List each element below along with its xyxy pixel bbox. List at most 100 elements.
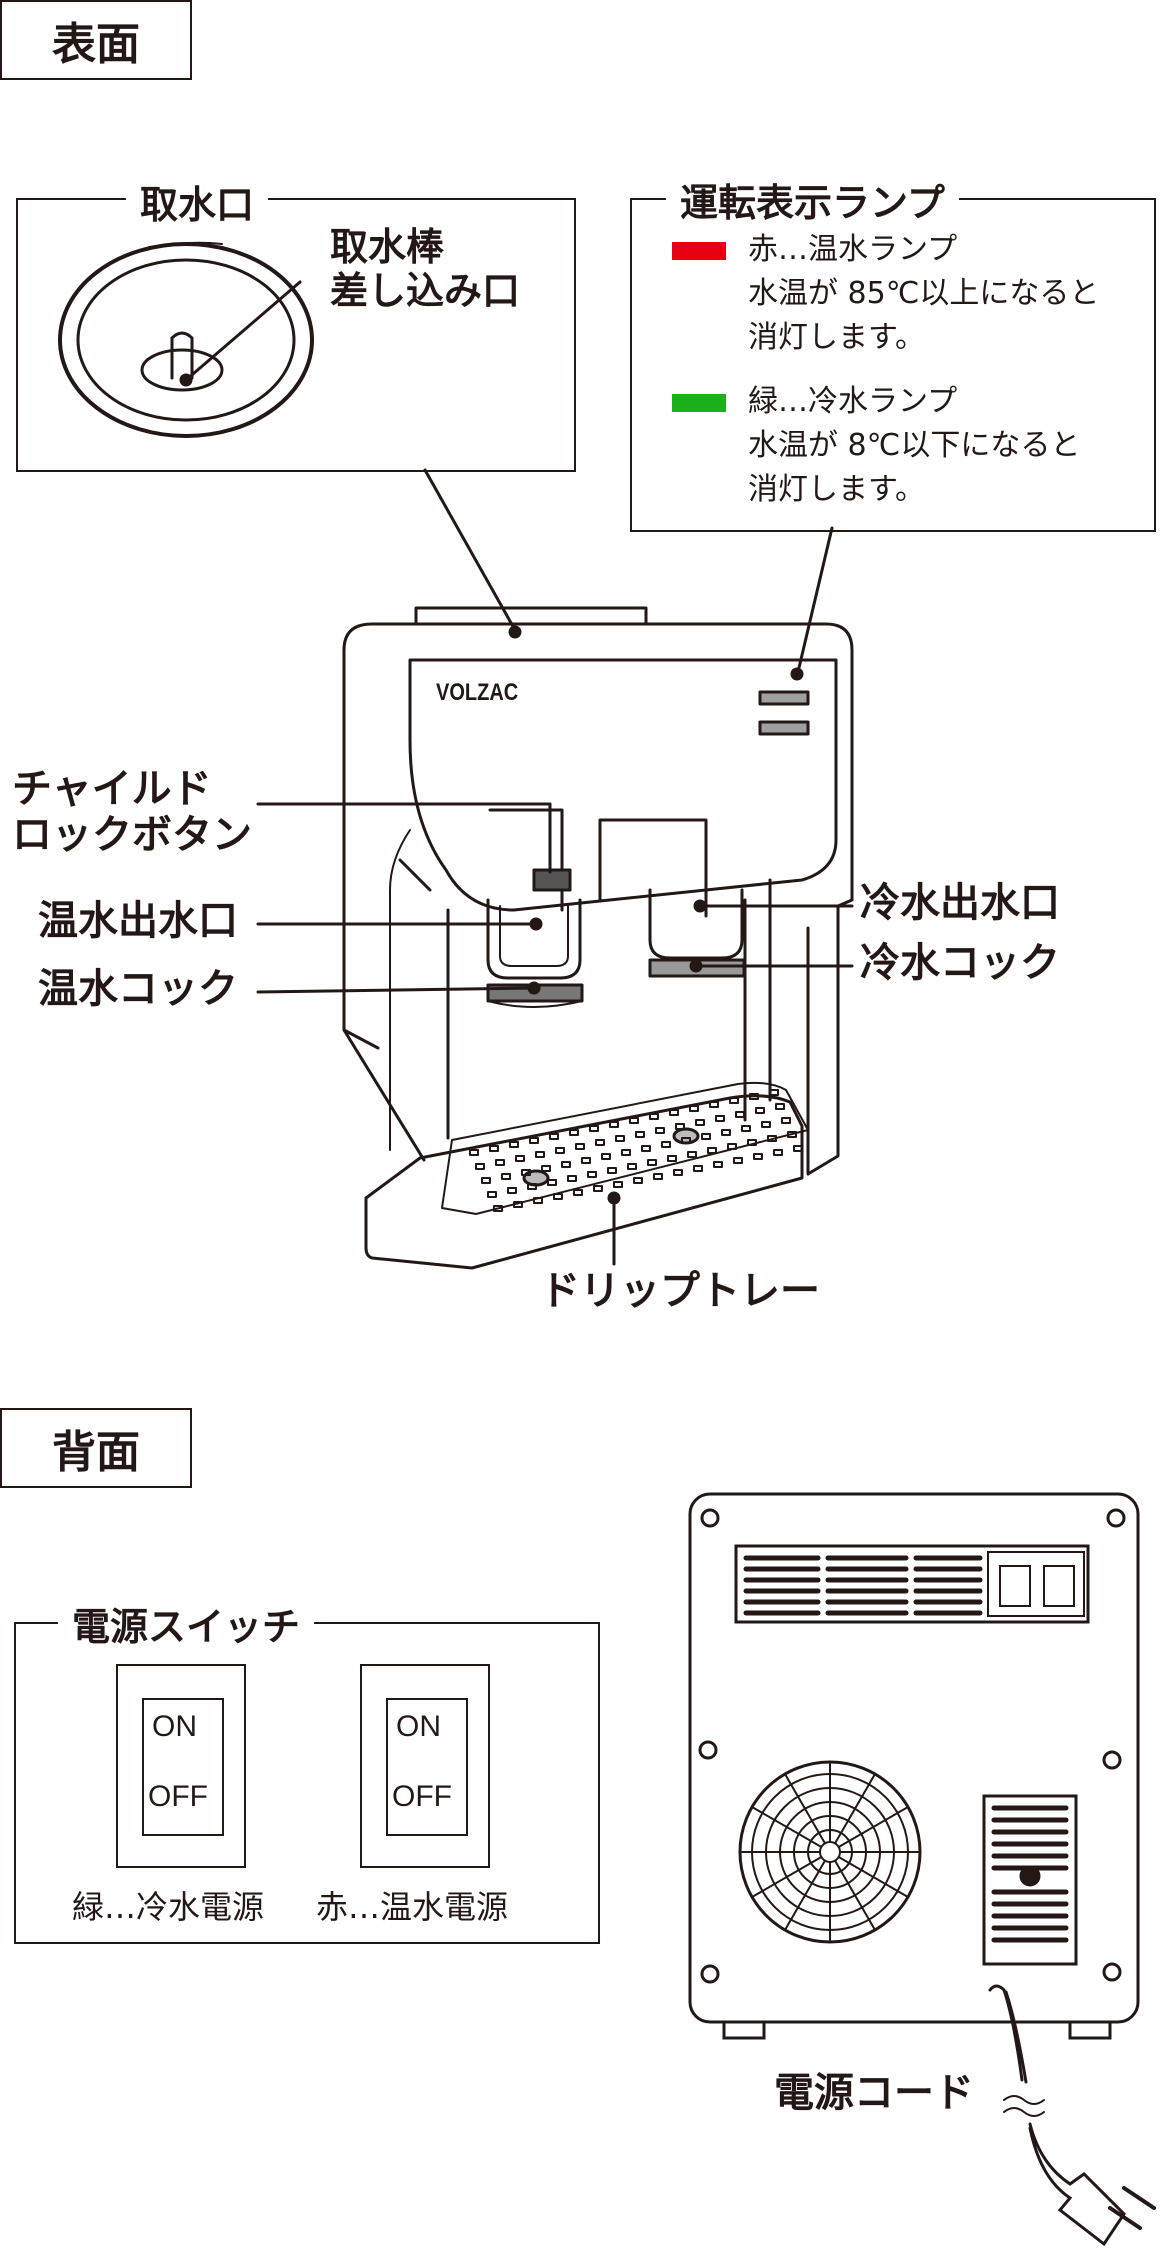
tray-hole bbox=[621, 1149, 631, 1156]
cold-switch-off: OFF bbox=[148, 1780, 208, 1813]
hot-power-switch[interactable]: ON OFF bbox=[360, 1664, 490, 1868]
green-lamp-swatch bbox=[672, 394, 726, 412]
child-lock-label-line1: チャイルド bbox=[12, 766, 212, 812]
tray-hole bbox=[521, 1169, 531, 1176]
front-heading-text: 表面 bbox=[52, 19, 140, 70]
tray-hole bbox=[581, 1157, 591, 1164]
switch-panel-title: 電源スイッチ bbox=[58, 1596, 315, 1651]
lamp-leader-dot bbox=[790, 667, 804, 681]
tray-hole bbox=[507, 1187, 517, 1194]
tray-hole bbox=[729, 1097, 739, 1104]
tray-hole bbox=[561, 1161, 571, 1168]
cold-cock-label: 冷水コック bbox=[860, 940, 1060, 986]
drip-tray-dot bbox=[607, 1191, 621, 1205]
tray-hole bbox=[493, 1205, 503, 1212]
rod-insert-label: 取水棒 差し込み口 bbox=[330, 225, 521, 313]
green-lamp-line1: 緑…冷水ランプ bbox=[748, 384, 958, 419]
red-lamp-swatch bbox=[672, 242, 726, 260]
tray-hole bbox=[613, 1181, 623, 1188]
hot-switch-on: ON bbox=[396, 1710, 441, 1743]
intake-panel bbox=[16, 198, 576, 472]
lamp-leader bbox=[796, 526, 834, 674]
tray-hole bbox=[747, 1139, 757, 1146]
back-heading: 背面 bbox=[0, 1408, 192, 1488]
fan-spoke bbox=[785, 1774, 826, 1845]
tray-hole bbox=[567, 1175, 577, 1182]
tray-hole bbox=[715, 1115, 725, 1122]
screw-tr bbox=[1106, 1508, 1126, 1528]
tray-hole bbox=[687, 1151, 697, 1158]
intake-panel-title: 取水口 bbox=[126, 174, 269, 229]
tray-hole bbox=[755, 1107, 765, 1114]
tray-hole bbox=[781, 1117, 791, 1124]
hot-cock-leader bbox=[256, 986, 536, 994]
power-cord-label: 電源コード bbox=[774, 2070, 974, 2116]
rod-insert-label-line2: 差し込み口 bbox=[330, 268, 521, 313]
tray-hole bbox=[535, 1151, 545, 1158]
tray-hole bbox=[749, 1093, 759, 1100]
fan-spoke bbox=[834, 1774, 875, 1845]
tray-hole bbox=[735, 1111, 745, 1118]
tray-hole bbox=[769, 1089, 779, 1096]
tray-hole bbox=[661, 1141, 671, 1148]
back-switch-2 bbox=[1043, 1565, 1075, 1607]
red-lamp-line1: 赤…温水ランプ bbox=[748, 232, 958, 267]
hot-outlet-dot bbox=[529, 917, 543, 931]
fan-spoke bbox=[834, 1859, 875, 1930]
tray-hole bbox=[693, 1165, 703, 1172]
tray-hole bbox=[727, 1143, 737, 1150]
tray-hole bbox=[761, 1121, 771, 1128]
top-vent-slats bbox=[743, 1555, 983, 1616]
child-lock-button bbox=[532, 868, 572, 892]
hot-switch-off: OFF bbox=[392, 1780, 452, 1813]
tray-hole bbox=[741, 1125, 751, 1132]
hot-switch-caption: 赤…温水電源 bbox=[316, 1888, 509, 1926]
cold-cock-dot bbox=[689, 959, 703, 973]
cord-grommet bbox=[1019, 1865, 1041, 1887]
tray-hole bbox=[527, 1183, 537, 1190]
fan-spoke bbox=[785, 1859, 826, 1930]
fan-spoke bbox=[837, 1856, 908, 1897]
red-lamp-text: 赤…温水ランプ 水温が 85℃以上になると 消灯します。 bbox=[748, 228, 1099, 360]
tray-hole bbox=[655, 1127, 665, 1134]
fan-spoke bbox=[752, 1856, 823, 1897]
back-body bbox=[688, 1492, 1140, 2024]
switch-housing bbox=[987, 1551, 1085, 1617]
cold-outlet-dot bbox=[693, 899, 707, 913]
tray-hole bbox=[681, 1137, 691, 1144]
hot-cock-label: 温水コック bbox=[38, 966, 238, 1012]
tray-hole bbox=[721, 1129, 731, 1136]
green-lamp-line2: 水温が 8℃以下になると bbox=[748, 428, 1081, 463]
tray-hole bbox=[649, 1113, 659, 1120]
cord-break-mark bbox=[1003, 2095, 1045, 2117]
tray-hole bbox=[595, 1139, 605, 1146]
tray-hole bbox=[695, 1119, 705, 1126]
tray-hole bbox=[513, 1201, 523, 1208]
drip-tray-holes bbox=[469, 1089, 803, 1212]
tray-hole bbox=[593, 1185, 603, 1192]
tray-hole bbox=[635, 1131, 645, 1138]
intake-lid-drawing bbox=[58, 241, 314, 438]
tray-hole bbox=[647, 1159, 657, 1166]
tray-hole bbox=[615, 1135, 625, 1142]
tray-hole bbox=[481, 1177, 491, 1184]
green-lamp-line3: 消灯します。 bbox=[748, 472, 925, 507]
rod-insert-dot bbox=[179, 373, 193, 387]
screw-br bbox=[1102, 1962, 1122, 1982]
tray-hole bbox=[587, 1171, 597, 1178]
hot-outlet-label: 温水出水口 bbox=[38, 898, 238, 944]
cold-power-switch[interactable]: ON OFF bbox=[116, 1664, 246, 1868]
back-feet bbox=[722, 2022, 1112, 2040]
tray-hole bbox=[501, 1173, 511, 1180]
tray-hole bbox=[793, 1145, 803, 1152]
tray-hole bbox=[787, 1131, 797, 1138]
tray-hole bbox=[607, 1167, 617, 1174]
fan-spoke bbox=[752, 1807, 823, 1848]
power-plug bbox=[1028, 2122, 1126, 2247]
tray-hole bbox=[609, 1121, 619, 1128]
back-heading-text: 背面 bbox=[52, 1427, 140, 1478]
tray-hole bbox=[653, 1173, 663, 1180]
lower-vent-frame bbox=[982, 1794, 1078, 1966]
screw-ml bbox=[698, 1740, 718, 1760]
hot-switch-rocker: ON OFF bbox=[386, 1698, 468, 1836]
